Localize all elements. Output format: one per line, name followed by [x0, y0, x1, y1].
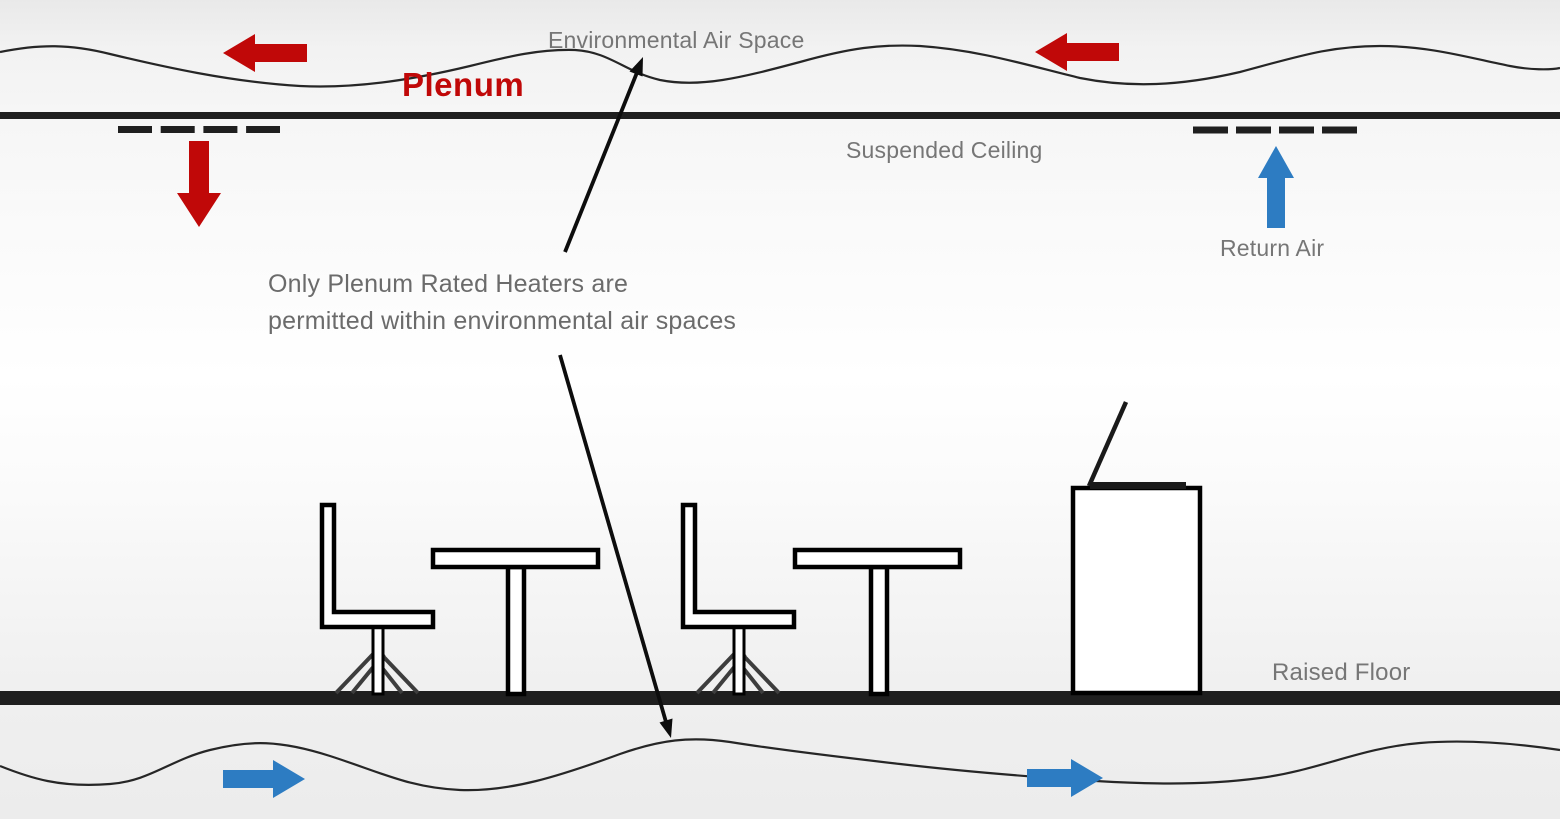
top-air-space-wave: [0, 44, 1560, 88]
table-2: [792, 547, 963, 697]
raised-floor-line: [0, 691, 1560, 705]
environmental-air-space-label: Environmental Air Space: [548, 27, 805, 53]
raised-floor-label: Raised Floor: [1272, 659, 1411, 686]
underfloor-airflow-arrow-right-2: [1027, 759, 1103, 797]
podium: [1070, 401, 1203, 696]
plenum-label: Plenum: [402, 66, 525, 103]
annotation-line-2: permitted within environmental air space…: [268, 307, 737, 335]
annotation-arrow-to-plenum: [563, 57, 643, 253]
plenum-heater-annotation: Only Plenum Rated Heaters are permitted …: [268, 266, 736, 340]
return-air-arrow-up: [1258, 146, 1294, 228]
suspended-ceiling-label: Suspended Ceiling: [846, 137, 1043, 163]
chair-1: [319, 502, 436, 696]
supply-air-arrow-down: [177, 141, 221, 227]
chair-2: [680, 502, 797, 696]
plenum-airflow-arrow-left-1: [223, 34, 307, 72]
bottom-air-space-wave: [0, 738, 1560, 792]
table-1: [430, 547, 601, 697]
podium-microphone: [1086, 401, 1129, 487]
suspended-ceiling-line: [0, 112, 1560, 119]
annotation-arrow-to-underfloor: [558, 354, 673, 738]
plenum-airflow-arrow-left-2: [1035, 33, 1119, 71]
annotation-line-1: Only Plenum Rated Heaters are: [268, 270, 629, 298]
return-air-label: Return Air: [1220, 235, 1325, 261]
underfloor-airflow-arrow-right-1: [223, 760, 305, 798]
podium-desk-top: [1090, 482, 1186, 489]
